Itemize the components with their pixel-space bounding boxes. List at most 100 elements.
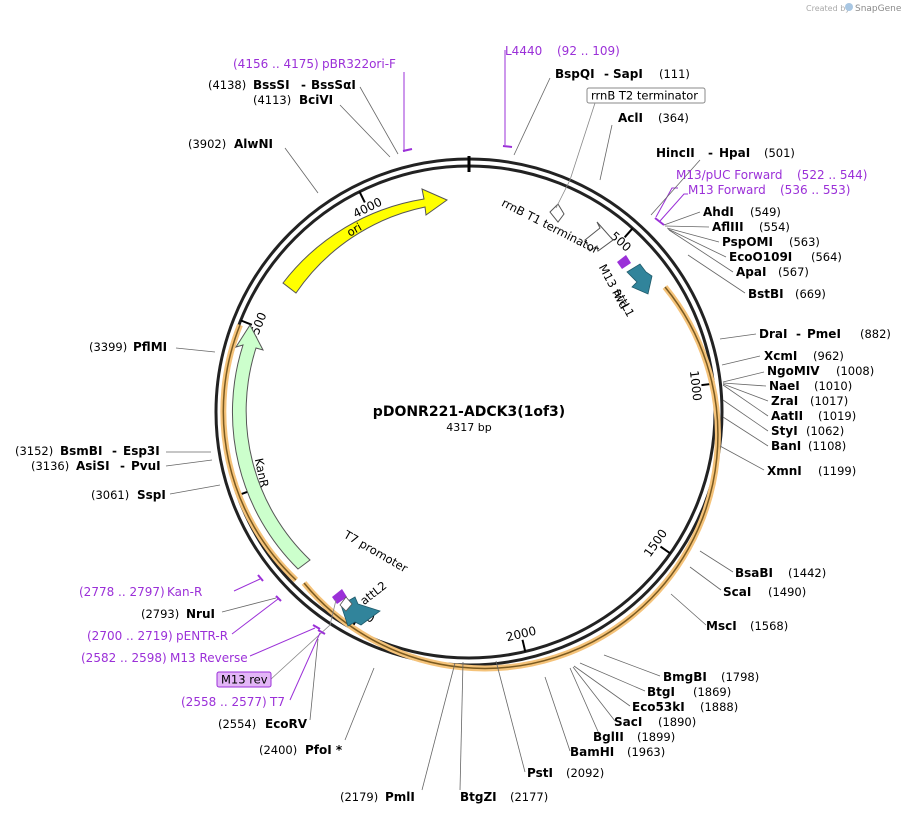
credit-app: SnapGene (855, 4, 902, 14)
site-bamhi-pos: (1963) (627, 745, 665, 759)
tick-label-1000: 1000 (687, 370, 704, 402)
kanr-feature (231, 324, 311, 570)
bsabi-leader (699, 550, 734, 573)
bcivi-leader (339, 104, 391, 158)
credit-text: Created by (806, 4, 850, 13)
primer-m13r-range: (2582 .. 2598) (81, 651, 167, 665)
site-ahdi-pos: (549) (750, 205, 781, 219)
site-sspi: SspI (137, 488, 166, 502)
bamhi-leader (544, 676, 571, 752)
tick-mark-4000 (358, 191, 366, 203)
rrnb-t1-label: rrnB T1 terminator (499, 196, 601, 257)
site-naei: NaeI (769, 379, 800, 393)
site-pfoi: PfoI * (305, 743, 343, 757)
site-psti: PstI (527, 766, 553, 780)
site-acli-pos: (364) (658, 111, 689, 125)
site-msci: MscI (706, 619, 737, 633)
site-bsssai: BssSαI (311, 78, 356, 92)
tick-label-2000: 2000 (505, 624, 538, 645)
enzyme-leaders (165, 77, 769, 791)
site-asisi: AsiSI (76, 459, 110, 473)
plasmid-length: 4317 bp (446, 421, 491, 434)
naei-leader (722, 382, 767, 387)
tick-mark-2000 (521, 639, 527, 652)
site-ngomiv-pos: (1008) (836, 364, 874, 378)
ori-feature (282, 188, 449, 294)
site-ngomiv: NgoMIV (767, 364, 820, 378)
site-btgzi-pos: (2177) (510, 790, 548, 804)
site-dash-pmei: - (796, 327, 801, 341)
m13puc-leader (655, 187, 678, 218)
m13rev-leader (269, 599, 337, 681)
tick-mark-500 (623, 227, 634, 238)
site-bani-pos: (1108) (808, 439, 846, 453)
asisi-leader (165, 459, 213, 467)
ngomiv-leader (722, 371, 765, 383)
site-psti-pos: (2092) (566, 766, 604, 780)
kanr-primer-mark (257, 574, 264, 582)
apai-leader (668, 229, 734, 273)
site-bsmbi-pos: (3152) (15, 444, 53, 458)
primer-m13f-range: (536 .. 553) (780, 183, 850, 197)
site-bamhi: BamHI (570, 745, 614, 759)
t7-leader (289, 632, 321, 701)
site-eco0109i-pos: (564) (811, 250, 842, 264)
site-dash-bsssai: - (301, 78, 306, 92)
t7-promoter-label: T7 promoter (340, 527, 410, 575)
site-nrui-pos: (2793) (141, 607, 179, 621)
m13rev-label: M13 rev (221, 673, 268, 687)
site-apai-pos: (567) (778, 265, 809, 279)
m13r-mark (312, 624, 321, 630)
primer-m13f: M13 Forward (688, 183, 766, 197)
site-btgzi: BtgZI (460, 790, 497, 804)
site-bspqi-pos: (111) (659, 67, 690, 81)
primer-pentr-range: (2700 .. 2719) (87, 629, 173, 643)
nrui-leader (221, 597, 277, 613)
bsssi-leader (359, 86, 399, 155)
primer-l4440-range: (92 .. 109) (557, 44, 620, 58)
snapgene-credit: Created by SnapGene (806, 3, 902, 14)
site-pspomi-pos: (563) (789, 235, 820, 249)
site-nrui: NruI (186, 607, 215, 621)
site-pflmi: PflMI (133, 340, 167, 354)
site-xmni-pos: (1199) (818, 464, 856, 478)
site-xcmi-pos: (962) (813, 349, 844, 363)
pentr-mark (275, 595, 282, 602)
site-bsssi-pos: (4138) (208, 78, 246, 92)
pmei-leader (719, 333, 757, 340)
sspi-leader (169, 484, 221, 495)
site-bcivi: BciVI (299, 93, 333, 107)
site-aflIII: AflIII (712, 220, 744, 234)
plasmid-name: pDONR221-ADCK3(1of3) (373, 404, 565, 420)
pbr322-mark (402, 148, 413, 152)
tick-mark-3500 (240, 319, 253, 326)
site-styi-pos: (1062) (806, 424, 844, 438)
site-dash-esp3i: - (112, 444, 117, 458)
primer-pbr322: pBR322ori-F (322, 57, 396, 71)
site-eco0109i: EcoO109I (729, 250, 792, 264)
site-xmni: XmnI (767, 464, 802, 478)
saci-leader (572, 666, 616, 722)
site-aflIII-pos: (554) (759, 220, 790, 234)
tick-label-1500: 1500 (641, 527, 670, 560)
attl2-label: attL2 (357, 578, 389, 607)
primer-kanr: Kan-R (167, 585, 202, 599)
m13rev-box (216, 671, 272, 688)
site-saci-pos: (1890) (658, 715, 696, 729)
site-bglii-pos: (1899) (637, 730, 675, 744)
site-zrai: ZraI (771, 394, 798, 408)
primer-markers (231, 50, 688, 701)
rrnb-t2-feature (549, 203, 565, 223)
site-sapi: SapI (613, 67, 643, 81)
primer-t7: T7 (269, 695, 285, 709)
primer-m13puc: M13/pUC Forward (676, 168, 783, 182)
xcmi-leader (721, 355, 761, 366)
hpai-leader (650, 159, 701, 216)
bmgbi-leader (603, 654, 661, 677)
site-bsabi-pos: (1442) (788, 566, 826, 580)
site-pspomi: PspOMI (722, 235, 773, 249)
site-pmei: PmeI (807, 327, 841, 341)
site-hpai: HpaI (719, 146, 750, 160)
pentr-leader (231, 598, 279, 635)
